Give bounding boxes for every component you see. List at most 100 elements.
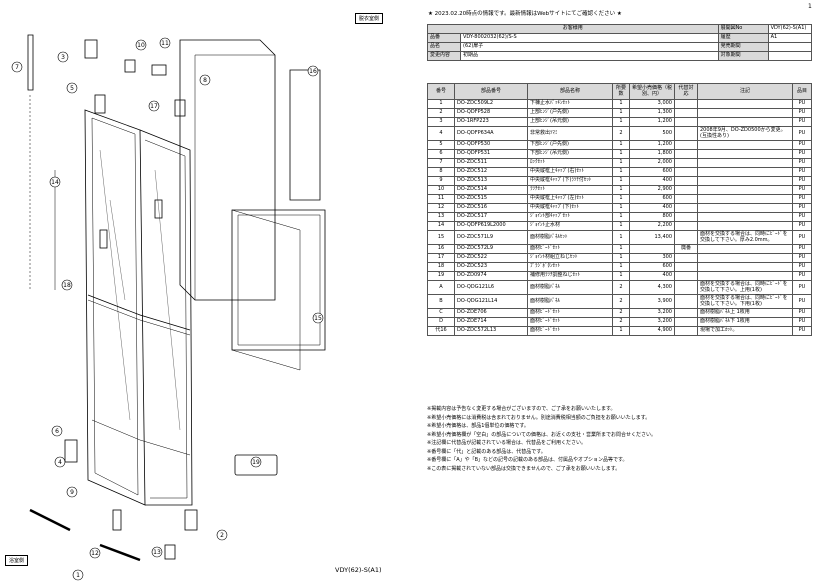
part-number: 代16 <box>427 326 455 336</box>
part-alt <box>674 108 698 118</box>
part-note: 面材樹脂ﾊﾟﾈﾙ下 1枚用 <box>697 317 793 327</box>
part-name: 中央縦框ｷｬｯﾌﾟ(下)ｾｯﾄ <box>527 203 613 213</box>
part-note <box>697 108 793 118</box>
drawing-no-label: 展開図No <box>717 24 769 34</box>
part-alt <box>674 117 698 127</box>
page-number: 1 <box>808 3 812 10</box>
change-value: 初期品 <box>460 51 719 61</box>
history-value: A1 <box>767 33 813 43</box>
target-period-value <box>767 51 813 61</box>
part-code: DO-ZDC511 <box>454 158 528 168</box>
note-line: ※希望小売価格欄が「空白」の部品についての価格は、お近くの支社・営業所までお問合… <box>427 431 657 438</box>
part-qty: 1 <box>612 117 630 127</box>
part-note <box>697 271 793 281</box>
part-name: 上部ﾋﾝｼﾞ(戸先側) <box>527 108 613 118</box>
parts-table: 番号 部品番号 部品名称 所要数 希望小売価格（税別、円） 代替対応 注記 品目… <box>427 83 812 336</box>
part-number: 2 <box>427 108 455 118</box>
svg-text:18: 18 <box>63 282 71 289</box>
part-qty: 1 <box>612 221 630 231</box>
svg-text:14: 14 <box>51 179 59 186</box>
part-category: PU <box>792 185 812 195</box>
part-name: ｼﾞｮｲﾝﾄ止水材 <box>527 221 613 231</box>
part-alt <box>674 280 698 295</box>
part-price: 600 <box>629 167 675 177</box>
callout-17: 17 <box>148 100 160 112</box>
part-code: DO-ZDC572L13 <box>454 326 528 336</box>
part-code: DO-ZDC514 <box>454 185 528 195</box>
part-name: 非常救出ﾂﾏﾐ <box>527 126 613 141</box>
part-price: 600 <box>629 262 675 272</box>
part-alt <box>674 194 698 204</box>
part-category: PU <box>792 308 812 318</box>
part-name: 下部ﾋﾝｼﾞ(吊元側) <box>527 149 613 159</box>
part-name: 下棟止水ﾊﾟｯｷﾝｾｯﾄ <box>527 99 613 109</box>
part-alt <box>674 99 698 109</box>
part-alt <box>674 167 698 177</box>
part-qty: 1 <box>612 99 630 109</box>
part-alt <box>674 149 698 159</box>
part-note <box>697 117 793 127</box>
part-category: PU <box>792 158 812 168</box>
part-code: DO-ZDE706 <box>454 308 528 318</box>
part-qty: 1 <box>612 176 630 186</box>
part-number: A <box>427 280 455 295</box>
part-number: 17 <box>427 253 455 263</box>
part-qty: 1 <box>612 230 630 245</box>
part-note <box>697 140 793 150</box>
callout-15: 15 <box>312 312 324 324</box>
part-price: 13,400 <box>629 230 675 245</box>
part-name: ﾛｯｸｾｯﾄ <box>527 158 613 168</box>
part-price: 400 <box>629 176 675 186</box>
part-note <box>697 176 793 186</box>
part-qty: 1 <box>612 140 630 150</box>
col-code: 部品番号 <box>454 83 528 100</box>
callout-4: 4 <box>54 456 66 468</box>
part-name: 面材樹脂ﾊﾟﾈﾙｾｯﾄ <box>527 230 613 245</box>
notes-list: ※掲載内容は予告なく変更する場合がございますので、ご了承をお願いいたします。※希… <box>427 405 807 473</box>
part-alt <box>674 271 698 281</box>
part-note <box>697 212 793 222</box>
header-note: ★ 2023.02.20時点の情報です。最新情報はWebサイトにてご確認ください… <box>428 11 622 17</box>
col-cat: 品目 <box>792 83 812 100</box>
svg-text:10: 10 <box>137 42 145 49</box>
part-alt <box>674 176 698 186</box>
part-category: PU <box>792 126 812 141</box>
part-name: 面材樹脂ﾊﾟﾈﾙ <box>527 280 613 295</box>
part-category: PU <box>792 326 812 336</box>
part-name: 中央縦框上ｷｬｯﾌﾟ(右)ｾｯﾄ <box>527 167 613 177</box>
callout-14: 14 <box>49 176 61 188</box>
part-alt <box>674 262 698 272</box>
part-note <box>697 262 793 272</box>
exploded-drawing: 1 2 3 4 5 6 7 8 9 10 11 12 13 14 15 16 1… <box>11 34 326 581</box>
part-alt <box>674 294 698 309</box>
drawing-no-value: VDY(62)-S(A1) <box>767 24 813 34</box>
svg-text:1: 1 <box>76 572 80 579</box>
part-price: 1,800 <box>629 149 675 159</box>
part-alt <box>674 230 698 245</box>
part-name: 面材ﾋﾞｰﾄﾞｾｯﾄ <box>527 308 613 318</box>
part-number: 8 <box>427 167 455 177</box>
part-name: 面材樹脂ﾊﾟﾈﾙ <box>527 294 613 309</box>
part-number: 11 <box>427 194 455 204</box>
svg-text:8: 8 <box>203 77 207 84</box>
part-price: 2,900 <box>629 185 675 195</box>
part-note: 面材樹脂ﾊﾟﾈﾙ上 1枚用 <box>697 308 793 318</box>
target-period-label: 対象期間 <box>717 51 769 61</box>
part-price <box>629 244 675 254</box>
part-number: 1 <box>427 99 455 109</box>
part-note <box>697 149 793 159</box>
part-code: DO-ZDC516 <box>454 203 528 213</box>
part-name: ﾌﾟﾗｼﾞﾎﾞﾀﾝｾｯﾄ <box>527 262 613 272</box>
part-name: 面材ﾋﾞｰﾄﾞｾｯﾄ <box>527 317 613 327</box>
part-price: 4,300 <box>629 280 675 295</box>
